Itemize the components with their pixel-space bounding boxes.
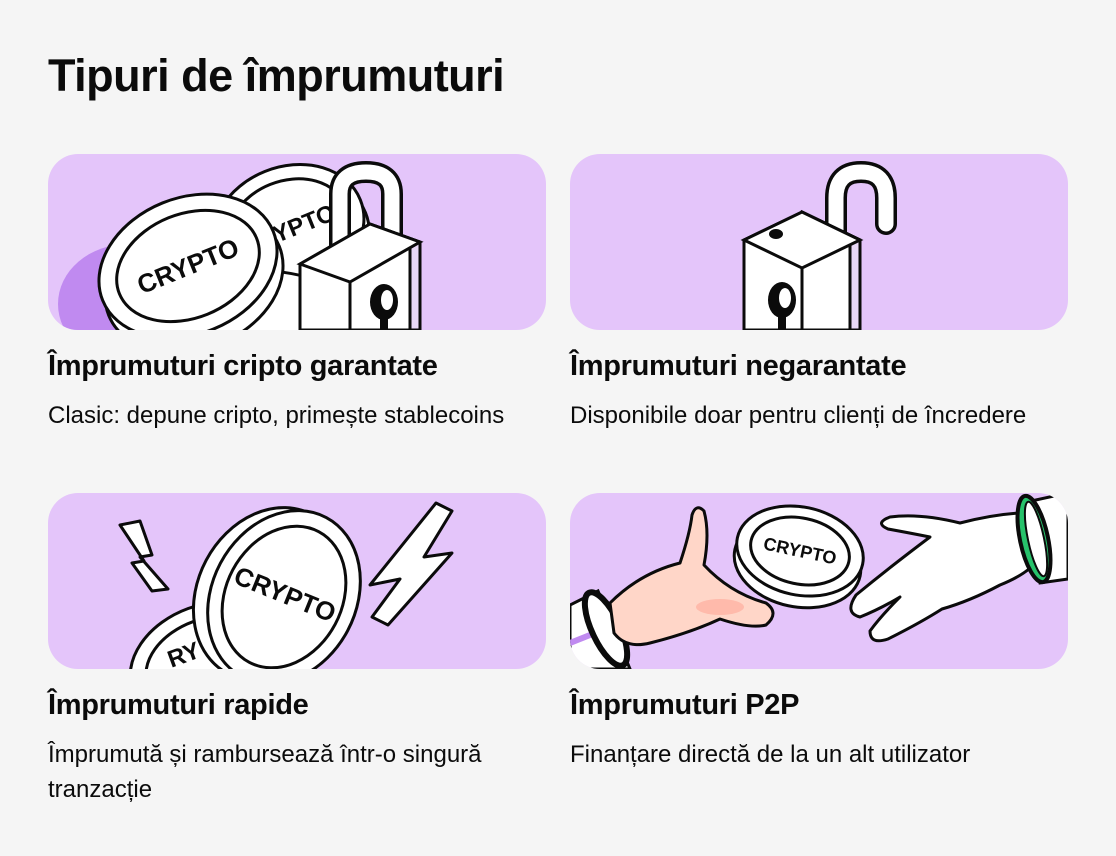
lightning-icon <box>118 519 170 593</box>
coins-padlock-illustration: CRYPTO CRYPTO <box>48 154 546 330</box>
card-title: Împrumuturi cripto garantate <box>48 350 438 382</box>
open-padlock-icon <box>740 160 897 330</box>
open-padlock-illustration <box>570 154 1068 330</box>
hand-icon <box>608 506 775 647</box>
coin-icon: CRYPTO <box>732 504 865 610</box>
loan-type-card-p2p: CRYPTO Împrumuturi P2P Finanțare directă… <box>570 493 1068 772</box>
card-title: Împrumuturi negarantate <box>570 350 907 382</box>
card-description: Disponibile doar pentru clienți de încre… <box>570 402 1027 429</box>
card-title: Împrumuturi rapide <box>48 689 309 721</box>
lightning-icon <box>368 501 454 627</box>
padlock-icon <box>296 160 424 330</box>
coins-lightning-illustration: RY CRYPTO <box>48 493 546 669</box>
coin-icon: CRYPTO <box>97 192 285 330</box>
hands-coin-illustration: CRYPTO <box>570 493 1068 669</box>
card-description: Finanțare directă de la un alt utilizato… <box>570 741 971 768</box>
loan-type-card-collateralized: CRYPTO CRYPTO <box>48 154 546 433</box>
card-description: Clasic: depune cripto, primește stableco… <box>48 402 505 429</box>
loan-type-card-uncollateralized: Împrumuturi negarantate Disponibile doar… <box>570 154 1068 433</box>
loan-type-card-flash: RY CRYPTO Împrumuturi rapide Împrumută ș… <box>48 493 546 807</box>
card-description: Împrumută și rambursează într-o singură … <box>48 741 482 803</box>
coin-icon <box>191 506 362 669</box>
page-title: Tipuri de împrumuturi <box>48 50 505 101</box>
card-title: Împrumuturi P2P <box>570 689 800 721</box>
hand-icon <box>849 511 1042 643</box>
